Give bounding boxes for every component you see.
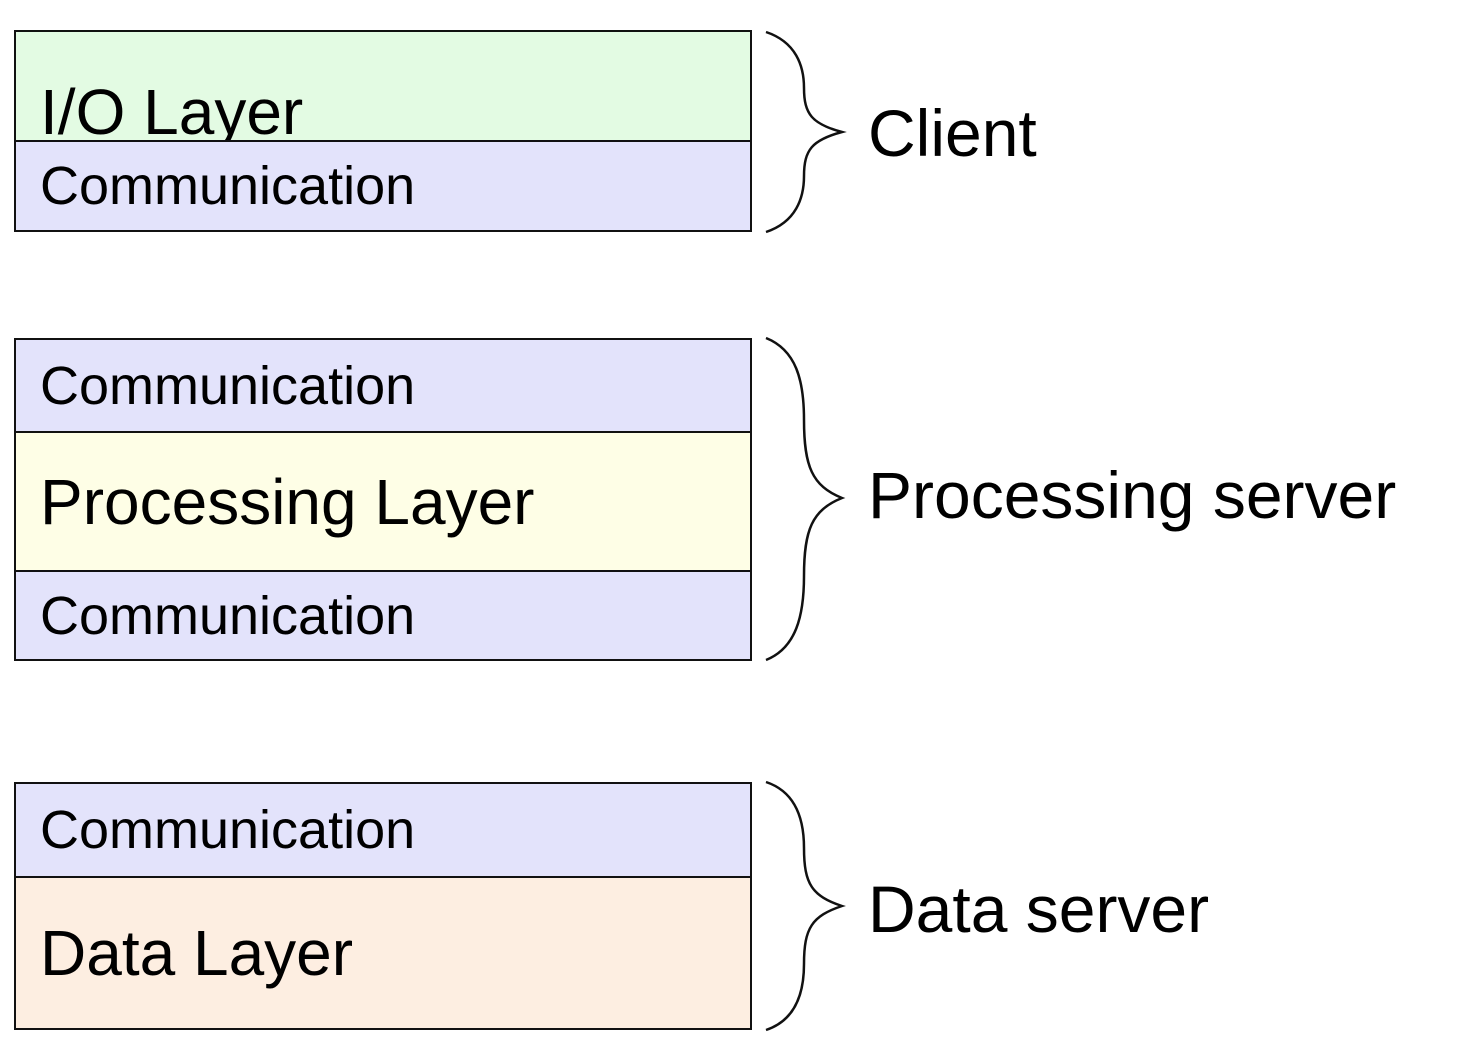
client-brace bbox=[765, 30, 847, 234]
processing-server-group-label: Processing server bbox=[868, 458, 1397, 532]
processing-server-stack: Communication Processing Layer Communica… bbox=[14, 338, 752, 661]
processing-layer-box: Processing Layer bbox=[16, 431, 750, 570]
data-server-group-label: Data server bbox=[868, 872, 1210, 946]
data-communication-label: Communication bbox=[40, 800, 416, 860]
io-layer-label: I/O Layer bbox=[40, 76, 304, 148]
processing-top-communication-label: Communication bbox=[40, 355, 416, 416]
data-layer-label: Data Layer bbox=[40, 917, 354, 989]
io-layer-box: I/O Layer bbox=[16, 32, 750, 144]
processing-server-brace bbox=[765, 336, 846, 662]
processing-top-communication-box: Communication bbox=[16, 340, 750, 431]
client-group-label: Client bbox=[868, 96, 1037, 170]
client-stack: I/O Layer Communication bbox=[14, 30, 752, 232]
data-layer-box: Data Layer bbox=[16, 876, 750, 1028]
processing-bottom-communication-label: Communication bbox=[40, 585, 416, 646]
processing-layer-label: Processing Layer bbox=[40, 465, 535, 538]
data-server-brace bbox=[765, 780, 846, 1032]
client-communication-box: Communication bbox=[16, 140, 750, 230]
client-communication-label: Communication bbox=[40, 156, 416, 216]
data-server-stack: Communication Data Layer bbox=[14, 782, 752, 1030]
data-communication-box: Communication bbox=[16, 784, 750, 876]
processing-bottom-communication-box: Communication bbox=[16, 570, 750, 659]
